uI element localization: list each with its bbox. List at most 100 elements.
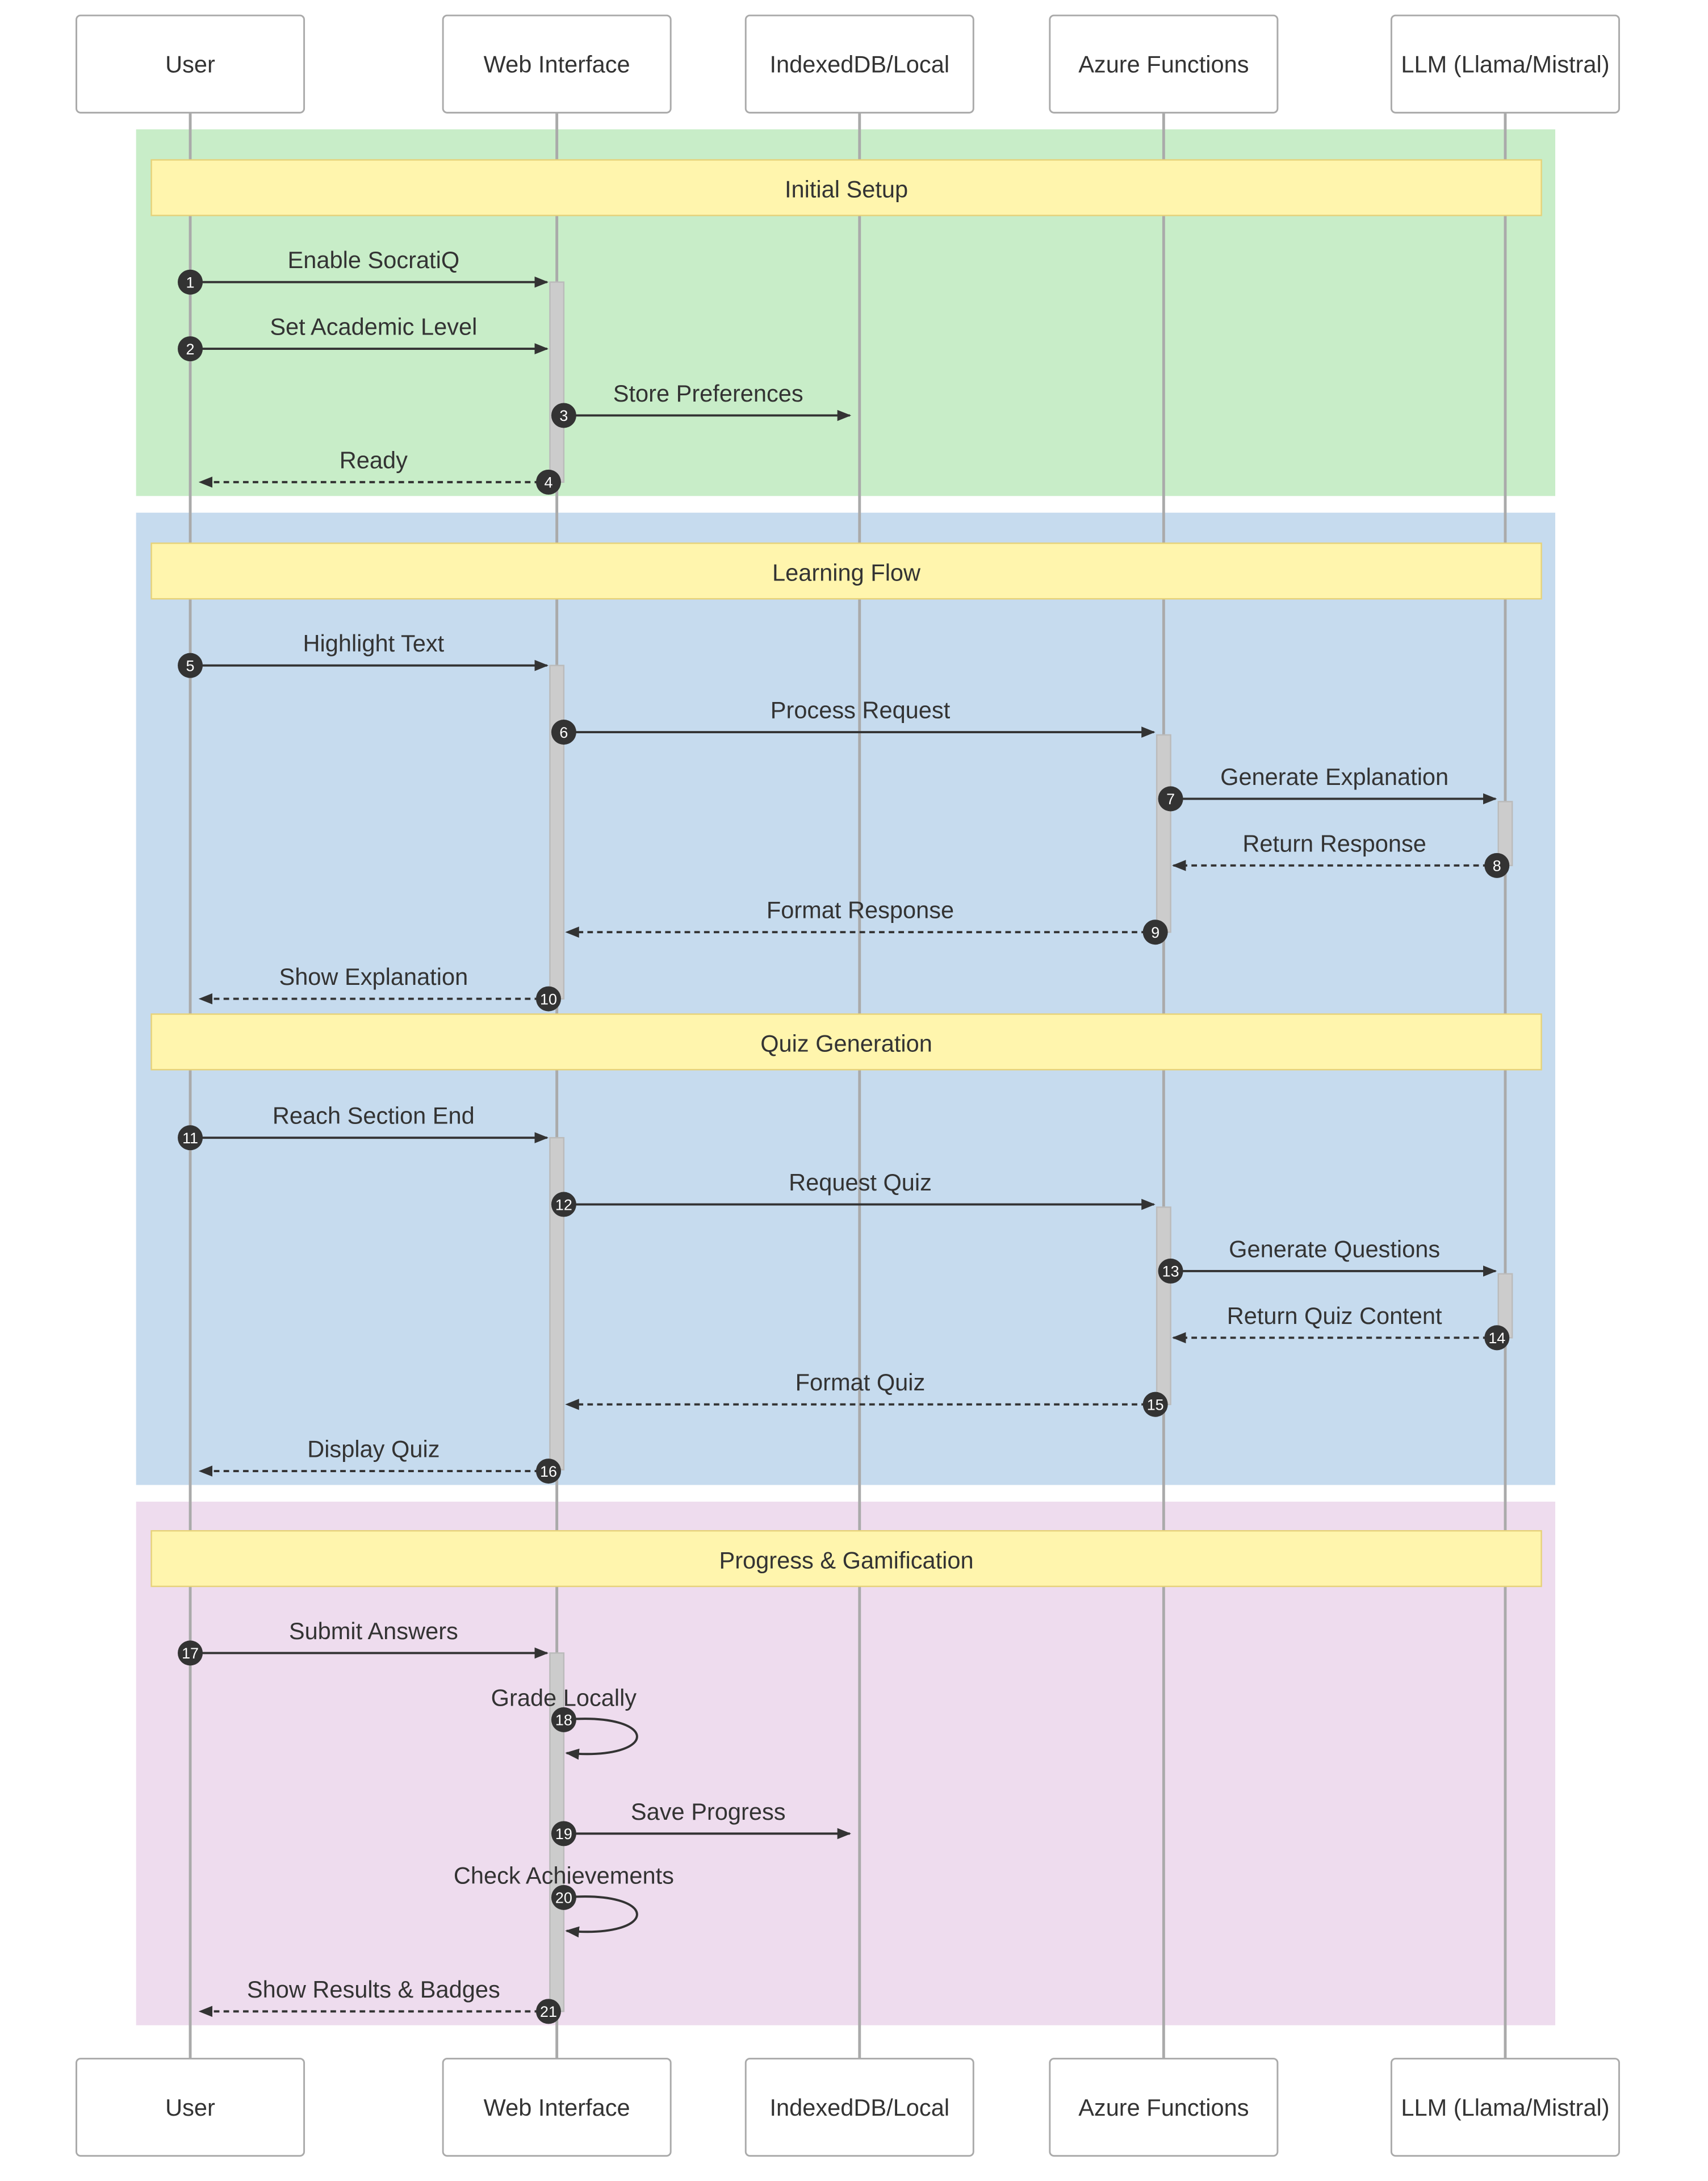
message-16: Display Quiz 16 [198,1436,561,1484]
sequence-number-badge [178,1125,203,1151]
sequence-number-badge [1484,853,1510,878]
sequence-number: 5 [186,657,195,674]
message-5: Highlight Text 5 [178,630,549,678]
sequence-number: 19 [555,1825,572,1842]
participant-box [744,2058,974,2157]
participant-box [76,14,305,114]
sequence-number: 17 [182,1645,199,1662]
participant-box [1049,14,1279,114]
sequence-number: 12 [555,1196,572,1213]
message-label: Format Quiz [796,1369,926,1395]
message-label: Generate Explanation [1220,763,1449,790]
sequence-number-badge [178,1640,203,1666]
sequence-number: 1 [186,274,195,291]
sequence-number-badge [551,1885,576,1910]
participant-azure-bottom: Azure Functions [1049,2058,1279,2157]
participant-label: IndexedDB/Local [770,2094,950,2121]
message-label: Process Request [771,697,951,724]
participant-box [1390,14,1620,114]
message-9: Format Response 9 [565,897,1168,945]
group-learning [136,512,1555,1485]
sequence-number: 3 [559,407,568,424]
sequence-number-badge [178,653,203,678]
message-label: Format Response [767,897,954,924]
sequence-number-badge [551,403,576,428]
message-label: Show Results & Badges [247,1976,500,2003]
sequence-number-badge [551,1707,576,1732]
participant-label: IndexedDB/Local [770,51,950,77]
participant-label: User [165,2094,215,2121]
sequence-number-badge [551,1821,576,1846]
note-label: Learning Flow [772,559,921,586]
message-label: Highlight Text [303,630,444,657]
note-box [150,542,1542,600]
participant-web-bottom: Web Interface [442,2058,672,2157]
message-3: Store Preferences 3 [551,380,852,428]
sequence-number: 15 [1147,1396,1164,1413]
sequence-number: 20 [555,1890,572,1907]
sequence-number: 7 [1166,791,1175,808]
participant-box [744,14,974,114]
message-17: Submit Answers 17 [178,1618,549,1666]
participant-db-bottom: IndexedDB/Local [744,2058,974,2157]
sequence-number: 4 [544,474,552,491]
message-label: Enable SocratiQ [288,246,460,273]
sequence-number: 9 [1151,924,1159,941]
sequence-number: 14 [1488,1330,1505,1347]
message-2: Set Academic Level 2 [178,314,549,362]
sequence-number-badge [535,469,561,495]
message-7: Generate Explanation 7 [1158,763,1497,812]
participant-azure-top: Azure Functions [1049,14,1279,114]
self-message-arrow [563,1895,638,1938]
message-label: Display Quiz [307,1436,439,1463]
message-label: Set Academic Level [270,314,477,340]
message-label: Reach Section End [273,1102,475,1129]
participant-web-top: Web Interface [442,14,672,114]
participant-box [442,2058,672,2157]
sequence-number: 21 [540,2003,557,2020]
sequence-number: 11 [182,1130,198,1147]
participant-label: LLM (Llama/Mistral) [1401,2094,1609,2121]
message-label: Generate Questions [1229,1235,1440,1262]
activation-azure [1156,734,1171,933]
participant-box [1049,2058,1279,2157]
activation-azure [1156,1206,1171,1405]
self-message-arrow [563,1718,638,1760]
sequence-number-badge [178,269,203,295]
participant-label: User [165,51,215,77]
participant-box [76,2058,305,2157]
sequence-number-badge [535,1459,561,1484]
participant-label: Azure Functions [1078,51,1249,77]
activation-web [549,1137,565,1470]
participant-llm-bottom: LLM (Llama/Mistral) [1390,2058,1620,2157]
participant-db-top: IndexedDB/Local [744,14,974,114]
group-progress [136,1501,1555,2025]
message-label: Submit Answers [289,1618,458,1644]
sequence-number: 16 [540,1463,557,1480]
message-label: Return Response [1242,830,1426,856]
message-4: Ready 4 [198,446,561,495]
message-label: Store Preferences [613,380,803,407]
note-quiz-generation: Quiz Generation [150,1013,1542,1071]
sequence-number: 2 [186,341,195,358]
note-box [150,159,1542,216]
note-progress-gamification: Progress & Gamification [150,1530,1542,1587]
sequence-number: 13 [1162,1263,1179,1280]
note-initial-setup: Initial Setup [150,159,1542,216]
participant-box [1390,2058,1620,2157]
sequence-number-badge [1484,1325,1510,1351]
message-label: Ready [340,446,408,473]
message-15: Format Quiz 15 [565,1369,1168,1417]
message-label: Show Explanation [279,963,468,990]
sequence-number: 6 [559,724,568,741]
participant-label: Azure Functions [1078,2094,1249,2121]
sequence-number-badge [178,336,203,362]
message-label: Return Quiz Content [1227,1302,1442,1329]
participant-user-top: User [76,14,305,114]
sequence-number: 8 [1493,858,1501,875]
participant-user-bottom: User [76,2058,305,2157]
activation-web [549,665,565,1000]
